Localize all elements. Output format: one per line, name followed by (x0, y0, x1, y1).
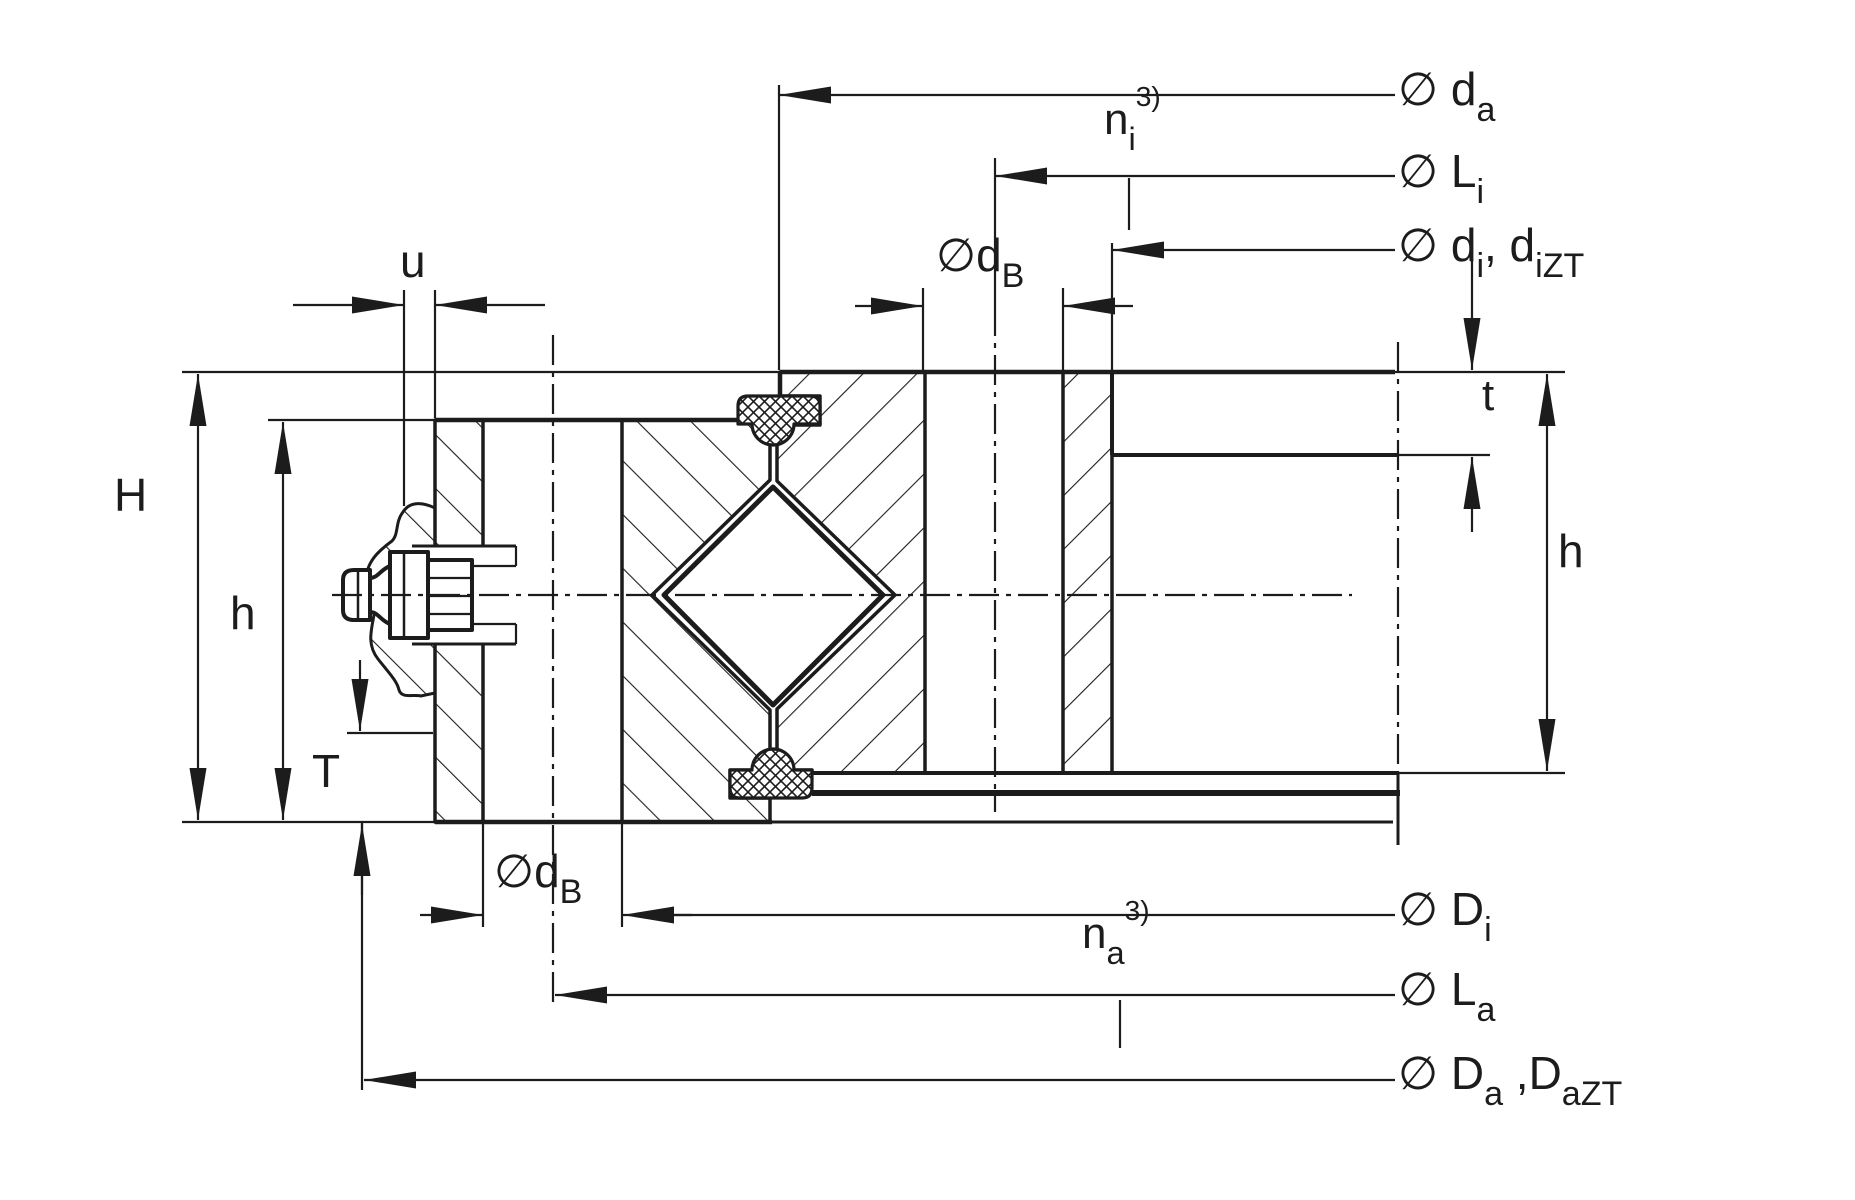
structure-lines (182, 369, 1565, 845)
label-T: T (312, 745, 341, 797)
label-li: ∅ Li (1398, 145, 1484, 212)
centerlines (332, 306, 1400, 1002)
inner-ring-right-strip (1061, 370, 1114, 775)
label-La: ∅ La (1398, 963, 1496, 1030)
label-H: H (114, 469, 148, 521)
top-seal (736, 394, 822, 447)
label-Da-DaZT: ∅ Da ,DaZT (1398, 1047, 1623, 1114)
label-di-dizt: ∅ di, diZT (1398, 219, 1585, 286)
label-db-top: ∅dB (936, 229, 1025, 296)
label-h-right: h (1558, 525, 1584, 577)
extension-lines (347, 85, 1131, 1090)
label-na: na3) (1082, 894, 1150, 971)
dimension-lines (189, 86, 1556, 1089)
label-t: t (1482, 371, 1495, 420)
label-da: ∅ da (1398, 63, 1496, 130)
label-h-left: h (230, 587, 256, 639)
bottom-seal (728, 747, 814, 800)
label-ni: ni3) (1104, 80, 1161, 157)
label-db-bottom: ∅dB (494, 845, 583, 912)
label-u: u (400, 235, 426, 287)
label-Di: ∅ Di (1398, 883, 1492, 950)
